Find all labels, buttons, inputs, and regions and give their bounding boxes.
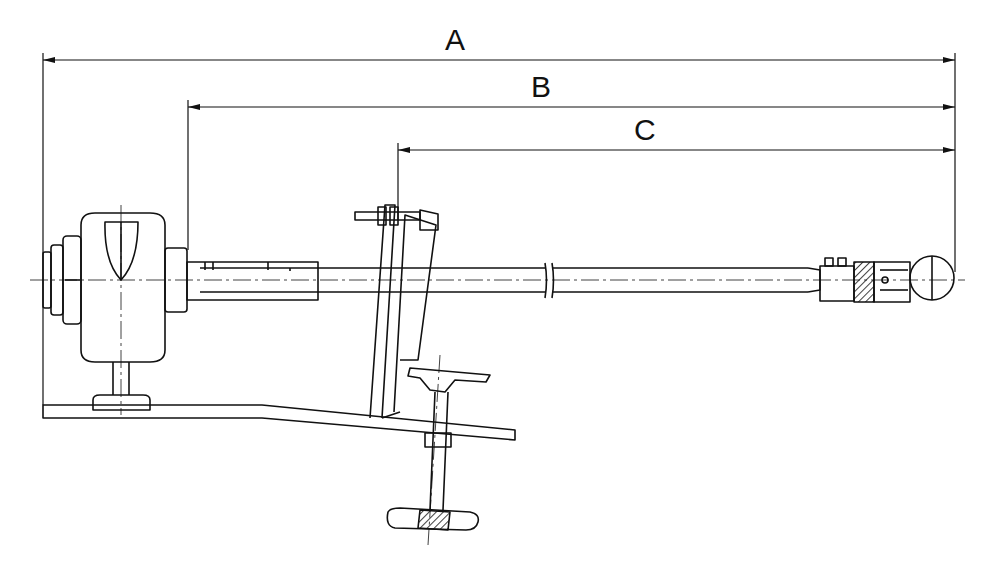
ball-joint	[820, 256, 954, 302]
dimension-lines	[43, 53, 955, 405]
dimension-label: B	[528, 72, 554, 102]
dimension-label: A	[442, 25, 468, 55]
shaft	[187, 262, 820, 300]
housing	[43, 213, 187, 410]
bracket	[355, 205, 438, 418]
centre-lines	[30, 205, 965, 545]
adjusting-screw	[387, 368, 490, 530]
dimension-label: C	[631, 115, 659, 145]
